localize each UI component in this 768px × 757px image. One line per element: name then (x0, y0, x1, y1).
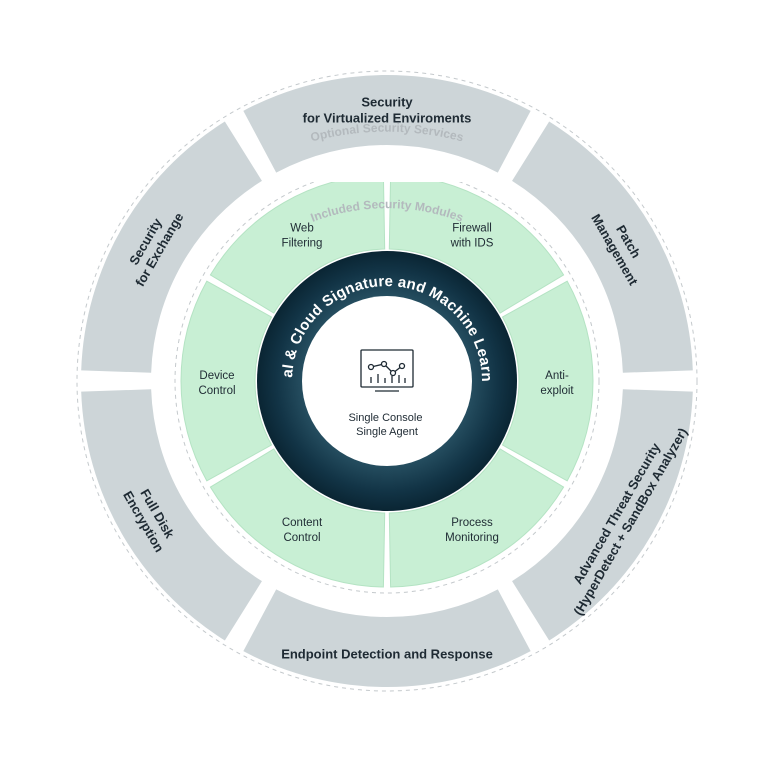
center-circle (302, 296, 472, 466)
outer-segment-exchange (81, 121, 262, 373)
inner-label-line: Monitoring (445, 532, 499, 544)
outer-label-line: for Virtualized Enviroments (303, 111, 472, 126)
inner-label-line: Device (199, 370, 234, 382)
outer-caption-backdrop (304, 48, 470, 66)
inner-segment-content-control (209, 448, 386, 588)
inner-label-line: exploit (540, 385, 574, 397)
inner-segment-process-monitoring (388, 448, 565, 588)
inner-label-line: Control (198, 385, 235, 397)
inner-label-line: Firewall (452, 223, 492, 235)
outer-dashed-ring (76, 70, 698, 692)
inner-caption-backdrop (306, 162, 468, 182)
monitor-chart-icon (360, 349, 414, 392)
outer-label-edr: Endpoint Detection and Response (281, 647, 493, 662)
inner-label-line: Web (290, 223, 313, 235)
inner-label-line: Anti- (545, 370, 569, 382)
outer-label-line: Endpoint Detection and Response (281, 647, 493, 662)
inner-label-firewall: Firewall with IDS (450, 223, 494, 250)
center-caption: Single Console Single Agent (348, 412, 425, 438)
outer-segment-virtualized (243, 75, 531, 173)
outer-segment-advanced-threat (512, 389, 693, 641)
inner-segment-firewall (388, 174, 565, 314)
outer-segment-patch (512, 121, 693, 373)
inner-label-line: Control (283, 532, 320, 544)
outer-segment-disk-encryption (81, 389, 262, 641)
inner-label-line: Process (451, 517, 493, 529)
inner-segment-anti-exploit (501, 280, 594, 482)
center-line-2: Single Agent (356, 426, 418, 438)
inner-segment-device-control (180, 280, 273, 482)
inner-label-anti-exploit: Anti-exploit (540, 370, 574, 397)
inner-label-line: Filtering (282, 238, 323, 250)
outer-segment-edr (243, 589, 531, 687)
inner-dashed-ring (174, 168, 600, 594)
center-line-1: Single Console (348, 412, 422, 424)
outer-label-line: Security (361, 95, 413, 110)
inner-label-line: with IDS (450, 238, 494, 250)
inner-label-line: Content (282, 517, 323, 529)
